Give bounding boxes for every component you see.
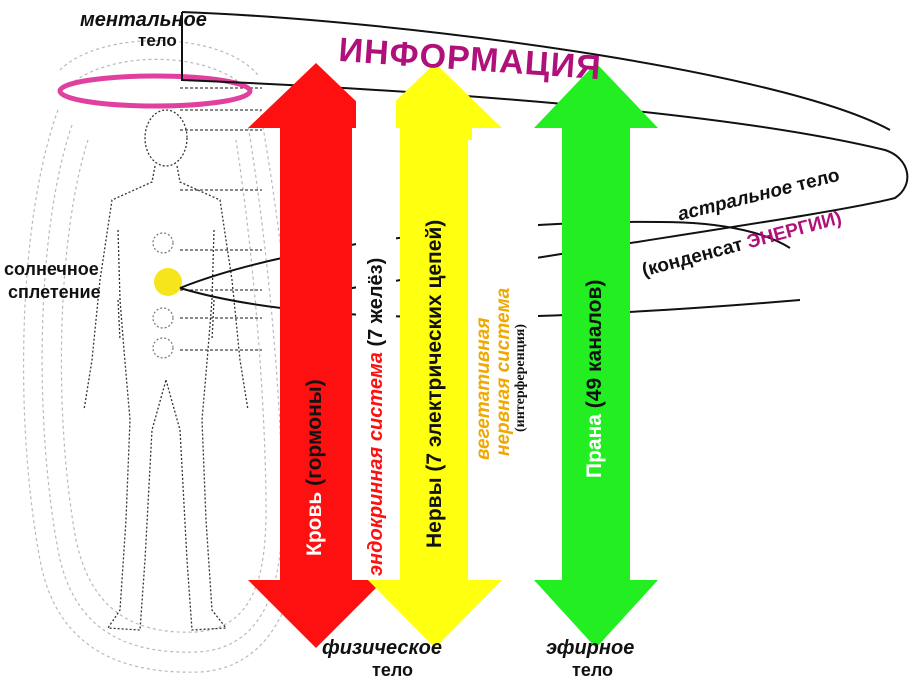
green-arrow-note: (49 каналов) — [583, 280, 606, 409]
green-arrow-word: Прана — [583, 414, 606, 478]
yellow-side-line3: (интерференция) — [514, 324, 528, 432]
red-side-text: эндокринная система (7 желёз) — [366, 258, 386, 576]
label-solar-plexus-line1: солнечное — [4, 260, 99, 279]
yellow-arrow-word: Нервы — [423, 477, 446, 548]
label-etheric-body-line2: тело — [572, 661, 613, 680]
red-side-word: эндокринная система — [365, 352, 387, 576]
human-body — [84, 110, 248, 630]
red-arrow-text: Кровь (гормоны) — [304, 379, 325, 556]
yellow-side-line1: вегетативная — [474, 318, 493, 460]
yellow-arrow-note: (7 электрических цепей) — [423, 220, 446, 472]
label-etheric-body-line1: эфирное — [546, 638, 634, 659]
aura-field — [24, 41, 301, 673]
solar-plexus-dot — [154, 268, 182, 296]
red-arrow-note: (гормоны) — [303, 379, 326, 486]
label-physical-body-line2: тело — [372, 661, 413, 680]
yellow-side-line2: нервная система — [494, 288, 513, 456]
green-arrow-text: Прана (49 каналов) — [584, 280, 605, 478]
mental-halo — [60, 76, 250, 106]
yellow-arrow-text: Нервы (7 электрических цепей) — [424, 220, 445, 548]
red-arrow-word: Кровь — [303, 492, 326, 556]
label-mental-body-line2: тело — [138, 32, 177, 50]
red-side-note: (7 желёз) — [365, 258, 387, 347]
label-solar-plexus-line2: сплетение — [8, 283, 101, 302]
label-mental-body-line1: ментальное — [80, 10, 207, 31]
label-physical-body-line1: физическое — [322, 638, 442, 659]
